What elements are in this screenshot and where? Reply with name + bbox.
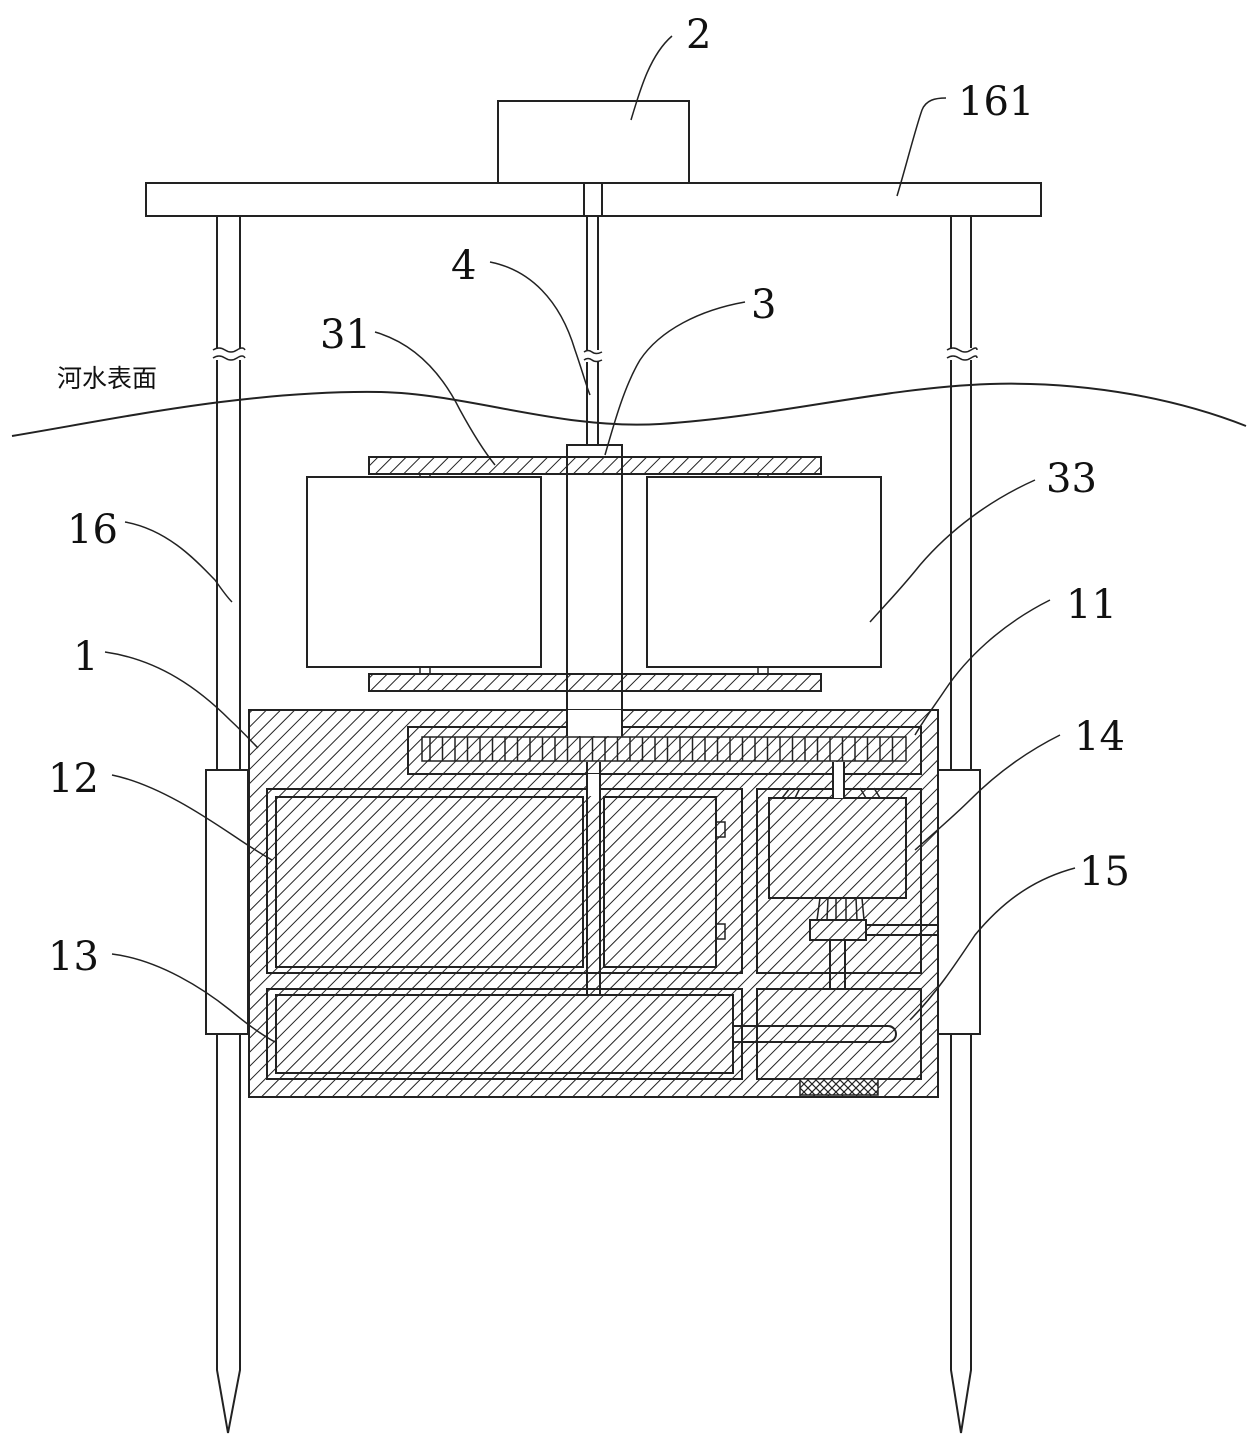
label-12: 12 xyxy=(48,756,99,802)
label-31: 31 xyxy=(320,312,371,358)
leader-lines xyxy=(104,35,1076,1043)
battery-right xyxy=(603,796,717,968)
water-surface-line xyxy=(11,382,1247,437)
left-blade xyxy=(306,476,542,668)
main-housing xyxy=(248,709,939,1098)
left-support-pole xyxy=(205,216,249,1434)
piston-rod xyxy=(732,1025,897,1043)
labels: 2 161 4 3 31 河水表面 33 16 11 1 14 12 15 13 xyxy=(48,12,1130,980)
turbine-assembly xyxy=(306,444,882,731)
label-15: 15 xyxy=(1079,849,1130,895)
right-support-pole xyxy=(937,216,981,1434)
label-33: 33 xyxy=(1046,456,1097,502)
label-1: 1 xyxy=(73,634,98,680)
central-shaft xyxy=(583,183,603,445)
top-plate xyxy=(145,182,1042,217)
water-surface-label: 河水表面 xyxy=(57,364,157,393)
label-4: 4 xyxy=(451,243,476,289)
gear-chamber xyxy=(407,726,922,775)
battery-chamber xyxy=(266,788,743,974)
gear-rack xyxy=(421,736,907,762)
label-16: 16 xyxy=(67,507,118,553)
label-13: 13 xyxy=(48,934,99,980)
label-11: 11 xyxy=(1066,582,1117,628)
label-2: 2 xyxy=(686,12,711,58)
right-blade xyxy=(646,476,882,668)
lower-hatched-plate xyxy=(368,673,822,692)
label-14: 14 xyxy=(1074,714,1125,760)
filter-mesh xyxy=(799,1078,879,1096)
label-161: 161 xyxy=(958,79,1034,125)
upper-hatched-plate xyxy=(368,456,822,475)
top-device-box xyxy=(497,100,690,184)
battery-left xyxy=(275,796,584,968)
label-3: 3 xyxy=(751,282,776,328)
lower-chamber xyxy=(266,988,743,1080)
